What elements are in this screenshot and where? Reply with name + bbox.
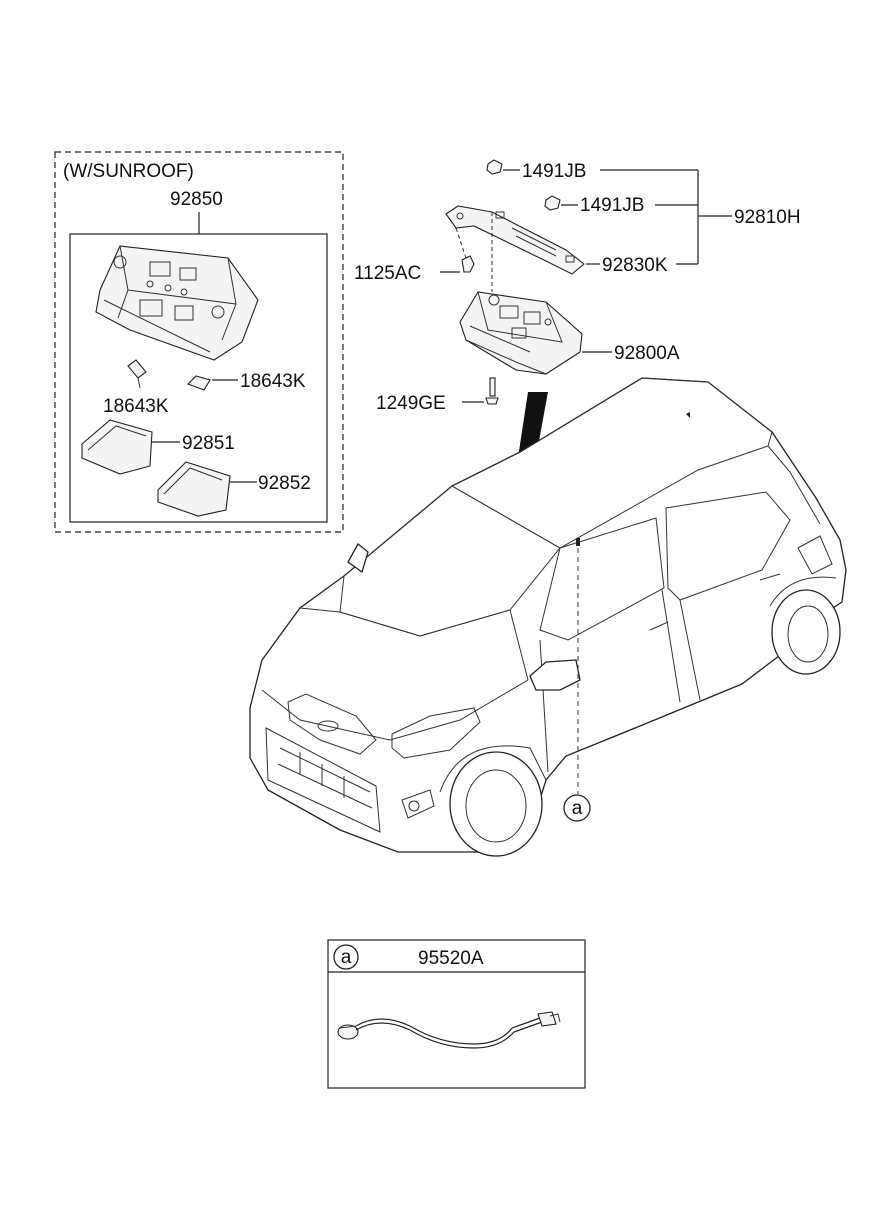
part-number-92830k[interactable]: 92830K <box>602 255 668 276</box>
part-number-1491jb-top[interactable]: 1491JB <box>522 161 586 182</box>
sunroof-lamp-assembly-drawing <box>95 245 259 361</box>
roof-lamp-assembly-drawing <box>459 291 583 375</box>
part-number-1249ge[interactable]: 1249GE <box>376 393 446 414</box>
lens-92852-drawing <box>157 461 257 517</box>
part-number-92810h[interactable]: 92810H <box>734 207 801 228</box>
sunroof-inner-frame <box>69 233 328 523</box>
part-number-92851[interactable]: 92851 <box>182 433 235 454</box>
sunroof-title: (W/SUNROOF) <box>63 161 194 182</box>
screw-1249ge-drawing <box>462 377 499 405</box>
nut-2-drawing <box>544 195 578 211</box>
part-number-18643k-right[interactable]: 18643K <box>240 371 306 392</box>
part-number-95520a[interactable]: 95520A <box>418 948 484 969</box>
part-number-92800a[interactable]: 92800A <box>614 343 680 364</box>
part-number-1125ac[interactable]: 1125AC <box>354 263 421 284</box>
sunroof-dashed-frame <box>54 151 344 533</box>
bolt-1125ac-drawing <box>440 255 475 273</box>
detail-box-frame <box>327 939 586 1089</box>
bracket-drawing <box>445 205 585 275</box>
nut-1-drawing <box>486 159 520 175</box>
part-number-92850[interactable]: 92850 <box>170 189 223 210</box>
bulb-right-drawing <box>187 375 238 391</box>
detail-box-marker[interactable]: a <box>333 944 359 970</box>
part-number-1491jb-second[interactable]: 1491JB <box>580 195 644 216</box>
part-number-92852[interactable]: 92852 <box>258 473 311 494</box>
detail-box: a 95520A <box>327 939 586 1089</box>
bulb-left-drawing <box>127 359 147 389</box>
callout-marker-letter: a <box>572 798 583 819</box>
car-illustration <box>249 377 847 857</box>
lens-92851-drawing <box>81 419 180 475</box>
callout-marker[interactable]: a <box>563 794 591 822</box>
part-number-18643k-left[interactable]: 18643K <box>103 396 169 417</box>
sunroof-variant-group: (W/SUNROOF) 92850 18643K <box>54 151 344 533</box>
detail-box-marker-letter: a <box>341 947 352 968</box>
sensor-harness-drawing <box>337 1011 561 1049</box>
